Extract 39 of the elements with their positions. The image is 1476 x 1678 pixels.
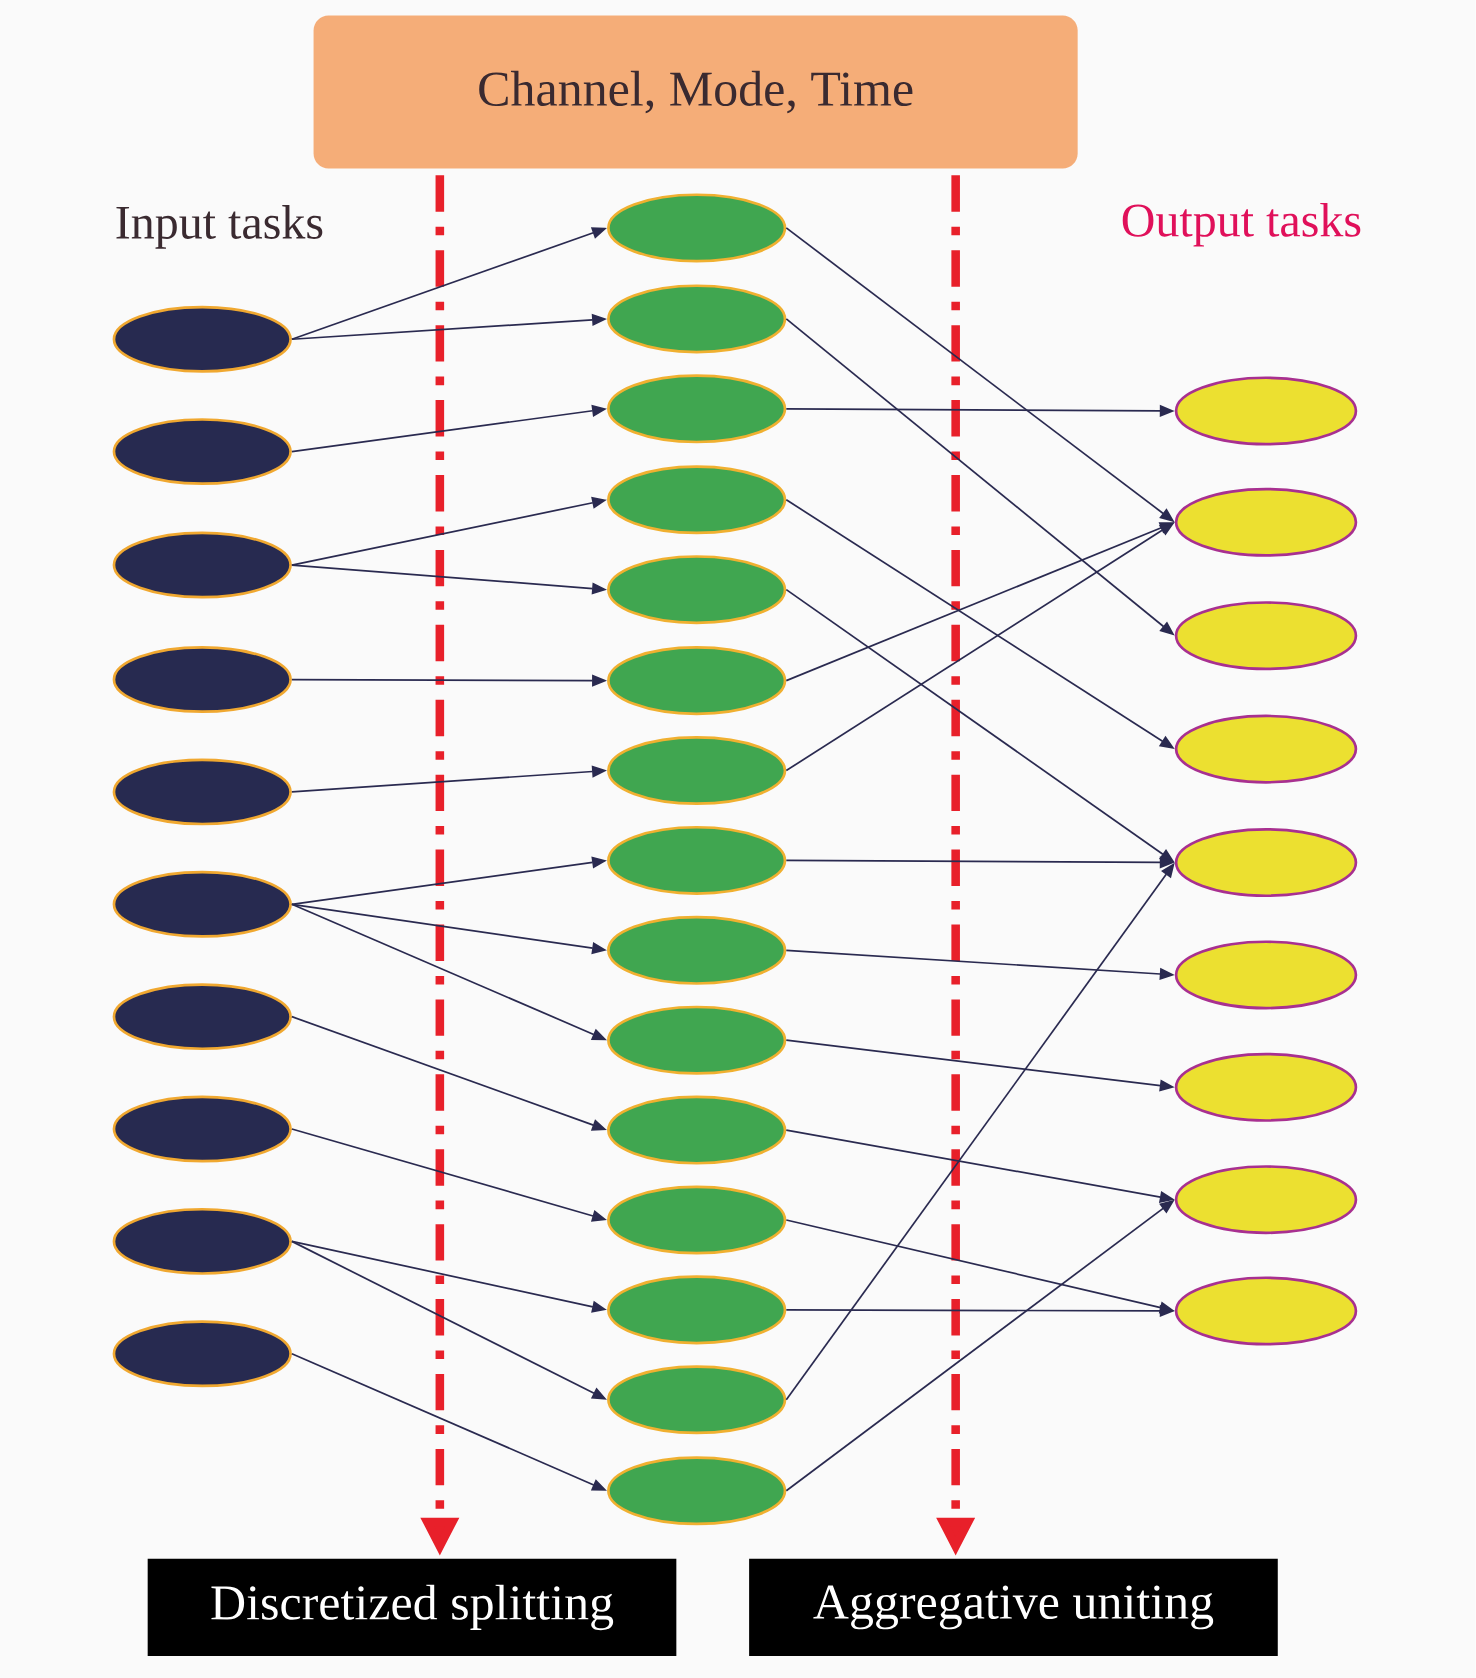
input-task-ellipse xyxy=(112,1207,292,1275)
input-task-ellipse xyxy=(112,758,292,826)
output-task-ellipse xyxy=(1174,487,1358,557)
subtask-ellipse xyxy=(607,736,787,806)
subtask-ellipse xyxy=(607,1456,787,1526)
subtask-ellipse xyxy=(607,1005,787,1075)
input-task-ellipse xyxy=(112,1320,292,1388)
input-task-ellipse xyxy=(112,1095,292,1163)
subtask-ellipse xyxy=(607,1185,787,1255)
subtask-ellipse xyxy=(607,374,787,444)
input-task-ellipse xyxy=(112,418,292,486)
output-task-ellipse xyxy=(1174,1052,1358,1122)
subtask-ellipse xyxy=(607,1365,787,1435)
output-task-ellipse xyxy=(1174,1276,1358,1346)
label-box: Aggregative uniting xyxy=(749,1558,1278,1657)
heading-label: Input tasks xyxy=(116,205,323,249)
output-task-ellipse xyxy=(1174,714,1358,784)
subtask-ellipse xyxy=(607,1095,787,1165)
subtask-ellipse xyxy=(607,284,787,354)
output-task-ellipse xyxy=(1174,940,1358,1010)
input-task-ellipse xyxy=(112,305,292,373)
input-task-ellipse xyxy=(112,646,292,713)
output-task-ellipse xyxy=(1174,376,1358,446)
subtask-ellipse xyxy=(607,1275,787,1345)
subtask-ellipse xyxy=(607,646,787,716)
input-task-ellipse xyxy=(112,870,292,938)
input-task-ellipse xyxy=(112,531,292,599)
subtask-ellipse xyxy=(607,193,787,263)
output-task-ellipse xyxy=(1174,601,1358,671)
input-task-ellipse xyxy=(112,983,292,1051)
output-task-ellipse xyxy=(1174,828,1358,898)
header-box: Channel, Mode, Time xyxy=(313,15,1078,169)
label-box: Discretized splitting xyxy=(147,1558,677,1657)
subtask-ellipse xyxy=(607,915,787,985)
subtask-ellipse xyxy=(607,825,787,895)
heading-label: Output tasks xyxy=(1122,202,1361,247)
subtask-ellipse xyxy=(607,465,787,535)
output-task-ellipse xyxy=(1174,1165,1358,1235)
subtask-ellipse xyxy=(607,555,787,625)
